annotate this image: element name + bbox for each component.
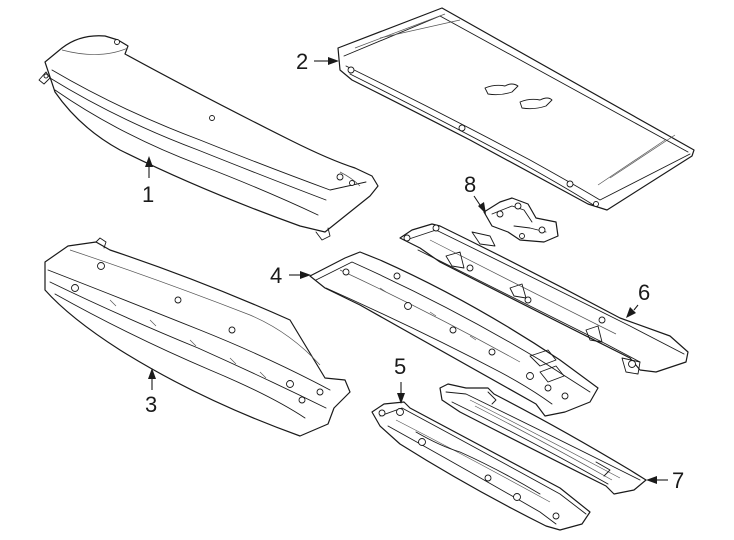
callout-4-label: 4 (270, 263, 282, 288)
callout-1-label: 1 (142, 182, 154, 207)
callout-1: 1 (142, 156, 154, 207)
callout-7: 7 (646, 468, 684, 493)
callout-4: 4 (270, 263, 311, 288)
part-2-roof-panel[interactable] (337, 7, 695, 211)
callout-2: 2 (296, 49, 339, 74)
callout-8-label: 8 (464, 172, 476, 197)
part-8-bracket[interactable] (483, 197, 559, 243)
callout-8: 8 (464, 172, 486, 214)
callout-7-label: 7 (672, 468, 684, 493)
part-3-front-cross-member[interactable] (44, 237, 351, 437)
callout-2-label: 2 (296, 49, 308, 74)
callout-6: 6 (626, 280, 650, 318)
callout-5: 5 (394, 354, 406, 404)
part-4-rear-cross-member[interactable] (309, 251, 599, 417)
part-5-left-side-rail[interactable] (371, 401, 591, 531)
callout-6-label: 6 (638, 280, 650, 305)
part-6-right-side-rail[interactable] (399, 223, 689, 375)
callout-3: 3 (145, 368, 157, 417)
part-1-front-header[interactable] (38, 35, 379, 241)
callout-5-label: 5 (394, 354, 406, 379)
callout-3-label: 3 (145, 392, 157, 417)
